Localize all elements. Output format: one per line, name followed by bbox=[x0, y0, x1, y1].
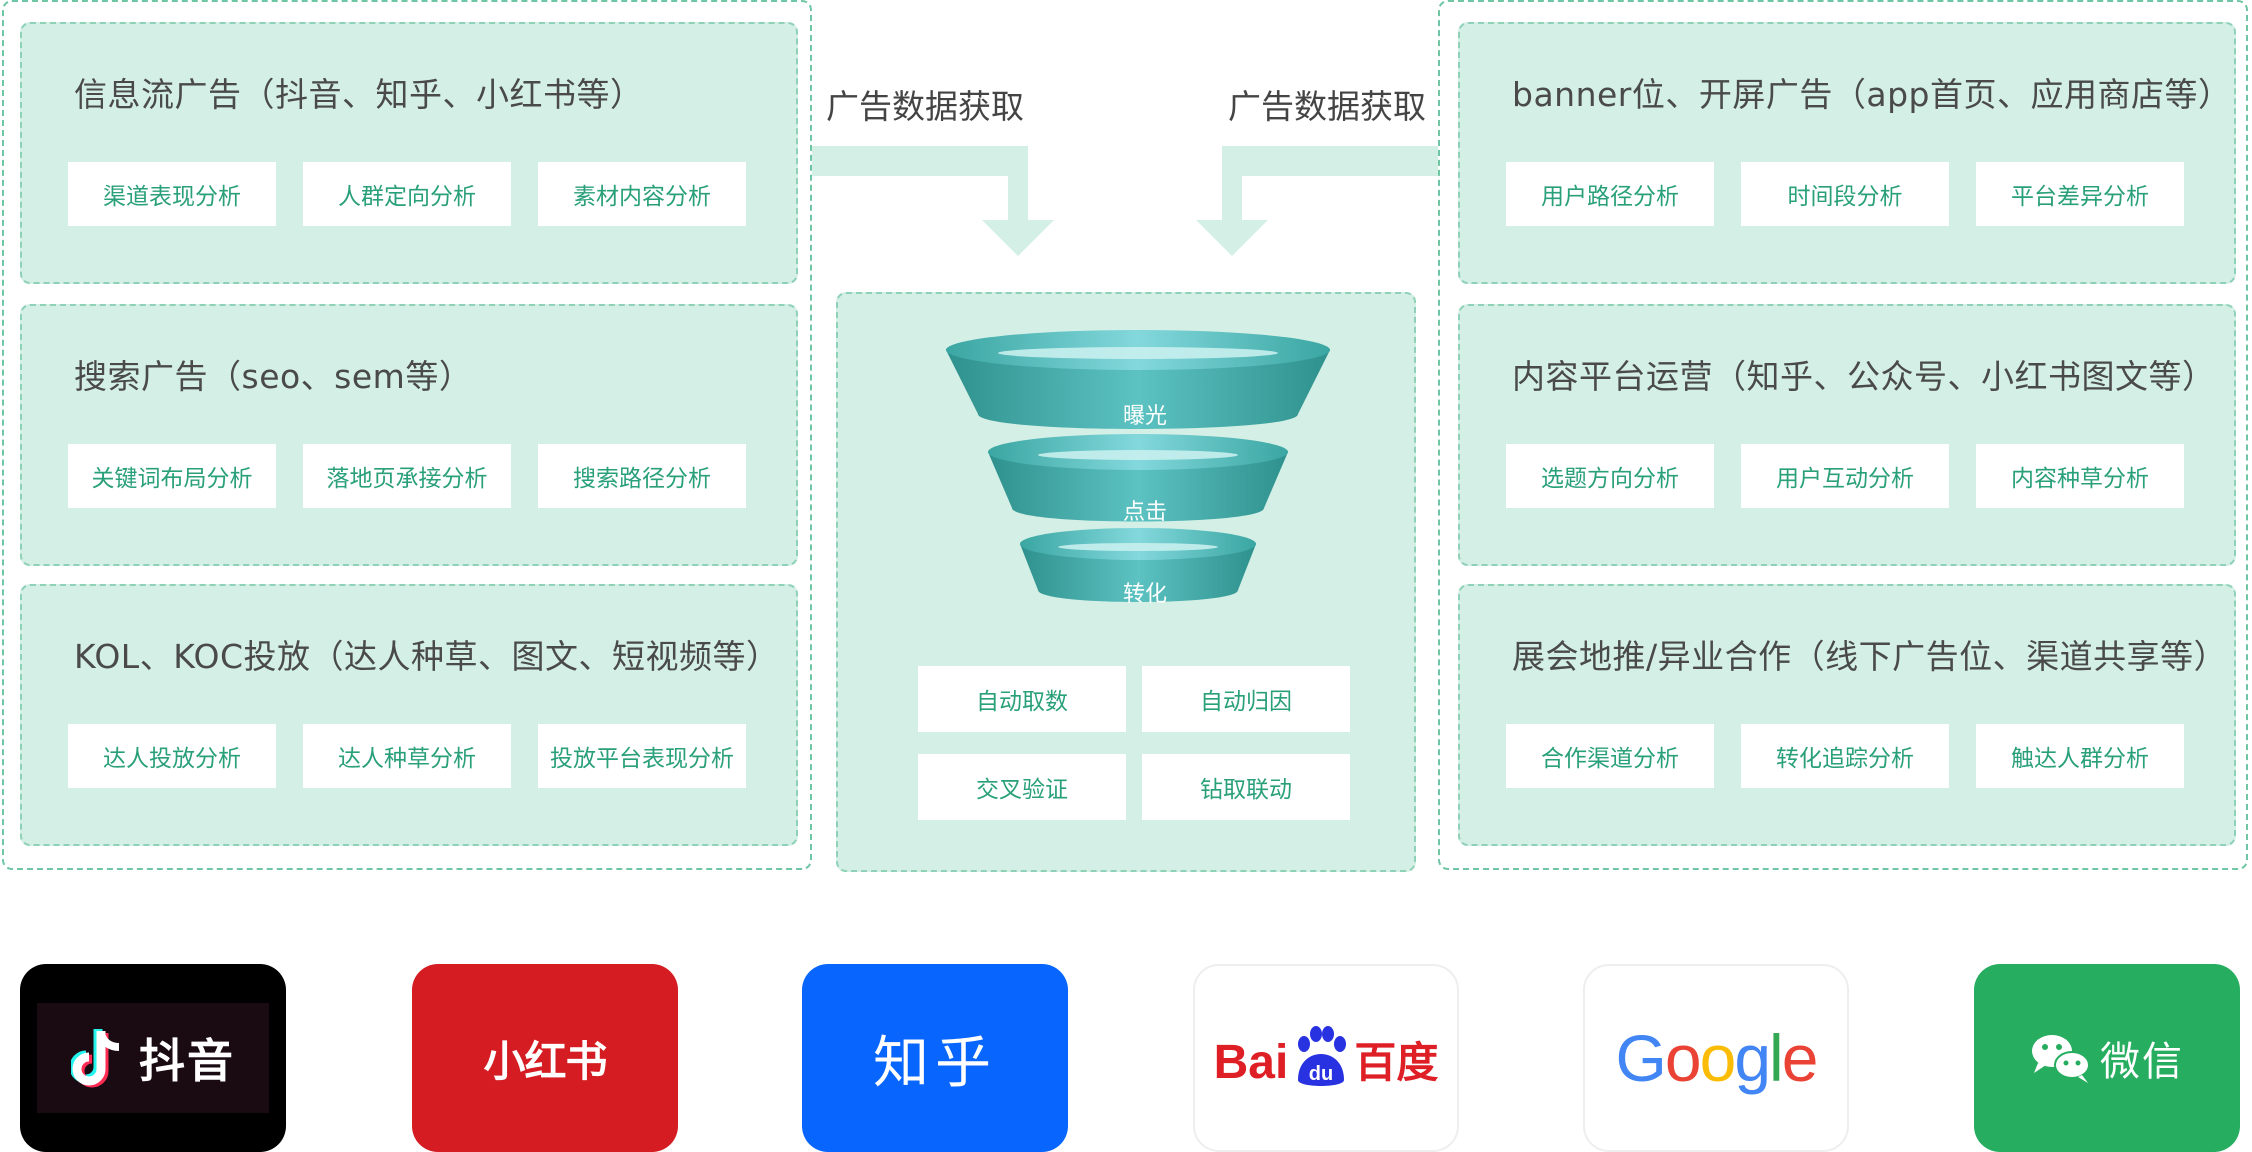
funnel-tier-conversion bbox=[1020, 528, 1256, 602]
panel-banner-splash: banner位、开屏广告（app首页、应用商店等） 用户路径分析 时间段分析 平… bbox=[1458, 22, 2236, 284]
arrow-label-left: 广告数据获取 bbox=[826, 87, 1024, 126]
tag-user-interaction: 用户互动分析 bbox=[1741, 444, 1949, 508]
wechat-bubbles-icon bbox=[2032, 1035, 2090, 1083]
tag-search-path: 搜索路径分析 bbox=[538, 444, 746, 508]
google-logo: Google bbox=[1583, 964, 1849, 1152]
tag-influencer-seeding: 达人种草分析 bbox=[303, 724, 511, 788]
funnel-icon bbox=[946, 330, 1330, 602]
funnel-label-click: 点击 bbox=[1122, 500, 1168, 525]
arrow-right-icon bbox=[1196, 146, 1438, 256]
google-letter: e bbox=[1781, 1021, 1819, 1095]
xiaohongshu-wordmark: 小红书 bbox=[483, 1036, 607, 1086]
douyin-wordmark: 抖音 bbox=[139, 1034, 235, 1088]
tag-partner-channel: 合作渠道分析 bbox=[1506, 724, 1714, 788]
left-channels-column bbox=[2, 0, 812, 870]
panel-content-platform: 内容平台运营（知乎、公众号、小红书图文等） 选题方向分析 用户互动分析 内容种草… bbox=[1458, 304, 2236, 566]
funnel-label-conversion: 转化 bbox=[1122, 582, 1168, 607]
baidu-chinese-text: 百度 bbox=[1354, 1038, 1439, 1087]
wechat-logo: 微信 bbox=[1974, 964, 2240, 1152]
right-channels-column bbox=[1438, 0, 2248, 870]
zhihu-wordmark: 知乎 bbox=[873, 1030, 997, 1096]
funnel-label-exposure: 曝光 bbox=[1122, 404, 1168, 429]
google-letter: g bbox=[1734, 1021, 1771, 1095]
google-letter: o bbox=[1699, 1021, 1737, 1095]
tag-conversion-tracking: 转化追踪分析 bbox=[1741, 724, 1949, 788]
tag-drill-linkage: 钻取联动 bbox=[1142, 754, 1350, 820]
douyin-note-icon bbox=[71, 1029, 120, 1088]
panel-feed-ads: 信息流广告（抖音、知乎、小红书等） 渠道表现分析 人群定向分析 素材内容分析 bbox=[20, 22, 798, 284]
tag-platform-performance: 投放平台表现分析 bbox=[538, 724, 746, 788]
tag-time-slot: 时间段分析 bbox=[1741, 162, 1949, 226]
panel-title: 搜索广告（seo、sem等） bbox=[74, 357, 473, 396]
tag-auto-fetch: 自动取数 bbox=[918, 666, 1126, 732]
tag-channel-performance: 渠道表现分析 bbox=[68, 162, 276, 226]
tag-topic-direction: 选题方向分析 bbox=[1506, 444, 1714, 508]
baidu-logo: Bai du 百度 bbox=[1193, 964, 1459, 1152]
baidu-wordmark: Bai du 百度 bbox=[1213, 1026, 1439, 1090]
tag-platform-difference: 平台差异分析 bbox=[1976, 162, 2184, 226]
google-letter: l bbox=[1769, 1021, 1784, 1095]
tag-user-path: 用户路径分析 bbox=[1506, 162, 1714, 226]
conversion-funnel-panel: 曝光 点击 转化 自动取数 自动归因 交叉验证 钻取联动 bbox=[836, 292, 1416, 872]
google-letter: G bbox=[1615, 1021, 1667, 1095]
panel-offline-partnership: 展会地推/异业合作（线下广告位、渠道共享等） 合作渠道分析 转化追踪分析 触达人… bbox=[1458, 584, 2236, 846]
panel-title: 信息流广告（抖音、知乎、小红书等） bbox=[74, 75, 644, 114]
tag-cross-validation: 交叉验证 bbox=[918, 754, 1126, 820]
xiaohongshu-logo: 小红书 bbox=[412, 964, 678, 1152]
panel-search-ads: 搜索广告（seo、sem等） 关键词布局分析 落地页承接分析 搜索路径分析 bbox=[20, 304, 798, 566]
baidu-latin-text: Bai bbox=[1213, 1036, 1289, 1089]
google-wordmark: Google bbox=[1615, 1020, 1819, 1096]
tag-audience-targeting: 人群定向分析 bbox=[303, 162, 511, 226]
panel-kol-koc: KOL、KOC投放（达人种草、图文、短视频等） 达人投放分析 达人种草分析 投放… bbox=[20, 584, 798, 846]
douyin-logo-inner: 抖音 bbox=[37, 1003, 269, 1113]
panel-title: banner位、开屏广告（app首页、应用商店等） bbox=[1512, 75, 2232, 114]
panel-title: 展会地推/异业合作（线下广告位、渠道共享等） bbox=[1512, 637, 2228, 676]
baidu-du-text: du bbox=[1309, 1063, 1333, 1085]
arrow-label-right: 广告数据获取 bbox=[1228, 87, 1426, 126]
tag-reached-audience: 触达人群分析 bbox=[1976, 724, 2184, 788]
panel-title: 内容平台运营（知乎、公众号、小红书图文等） bbox=[1512, 357, 2216, 396]
baidu-paw-icon: du bbox=[1290, 1026, 1352, 1090]
wechat-logo-inner: 微信 bbox=[2030, 1029, 2184, 1087]
tag-creative-content: 素材内容分析 bbox=[538, 162, 746, 226]
tag-landing-page: 落地页承接分析 bbox=[303, 444, 511, 508]
google-letters: Google bbox=[1615, 1021, 1819, 1095]
panel-title: KOL、KOC投放（达人种草、图文、短视频等） bbox=[74, 637, 780, 676]
wechat-wordmark: 微信 bbox=[2100, 1039, 2184, 1085]
funnel-tier-exposure bbox=[946, 330, 1330, 429]
douyin-logo: 抖音 bbox=[20, 964, 286, 1152]
tag-auto-attribution: 自动归因 bbox=[1142, 666, 1350, 732]
tag-influencer-placement: 达人投放分析 bbox=[68, 724, 276, 788]
zhihu-logo: 知乎 bbox=[802, 964, 1068, 1152]
funnel-tier-click bbox=[988, 434, 1288, 522]
data-flow-arrows bbox=[812, 146, 1438, 256]
tag-content-seeding: 内容种草分析 bbox=[1976, 444, 2184, 508]
tag-keyword-layout: 关键词布局分析 bbox=[68, 444, 276, 508]
arrow-left-icon bbox=[812, 146, 1054, 256]
google-letter: o bbox=[1664, 1021, 1702, 1095]
